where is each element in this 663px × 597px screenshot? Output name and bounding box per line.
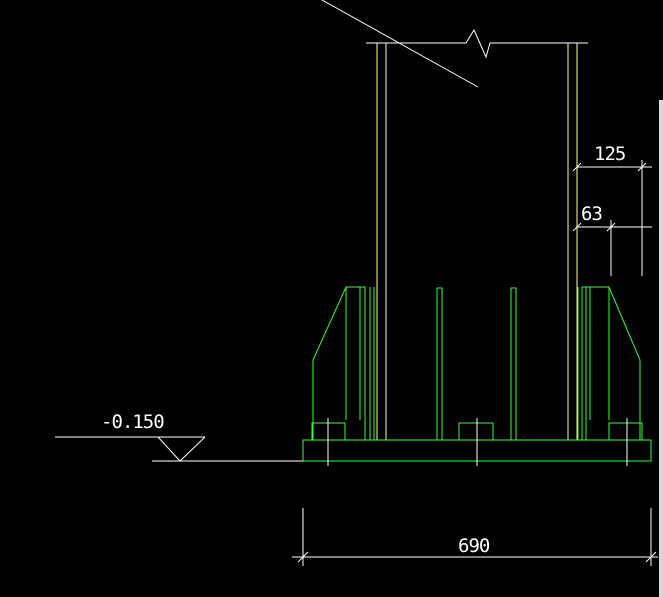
column-break-line bbox=[366, 28, 588, 59]
width-dimension-label: 690 bbox=[458, 535, 490, 557]
dimension-125-label: 125 bbox=[594, 143, 625, 165]
steel-column bbox=[376, 43, 578, 440]
dimension-63 bbox=[572, 220, 652, 276]
width-dimension bbox=[292, 508, 658, 566]
leader-line bbox=[321, 0, 479, 88]
anchor-bolts bbox=[327, 418, 628, 466]
elevation-label: -0.150 bbox=[101, 411, 164, 433]
dimension-63-label: 63 bbox=[581, 203, 602, 225]
scrollbar-edge[interactable] bbox=[659, 100, 663, 597]
elevation-mark bbox=[55, 436, 303, 462]
column-stiffeners bbox=[302, 286, 652, 462]
dimension-125 bbox=[572, 160, 652, 276]
